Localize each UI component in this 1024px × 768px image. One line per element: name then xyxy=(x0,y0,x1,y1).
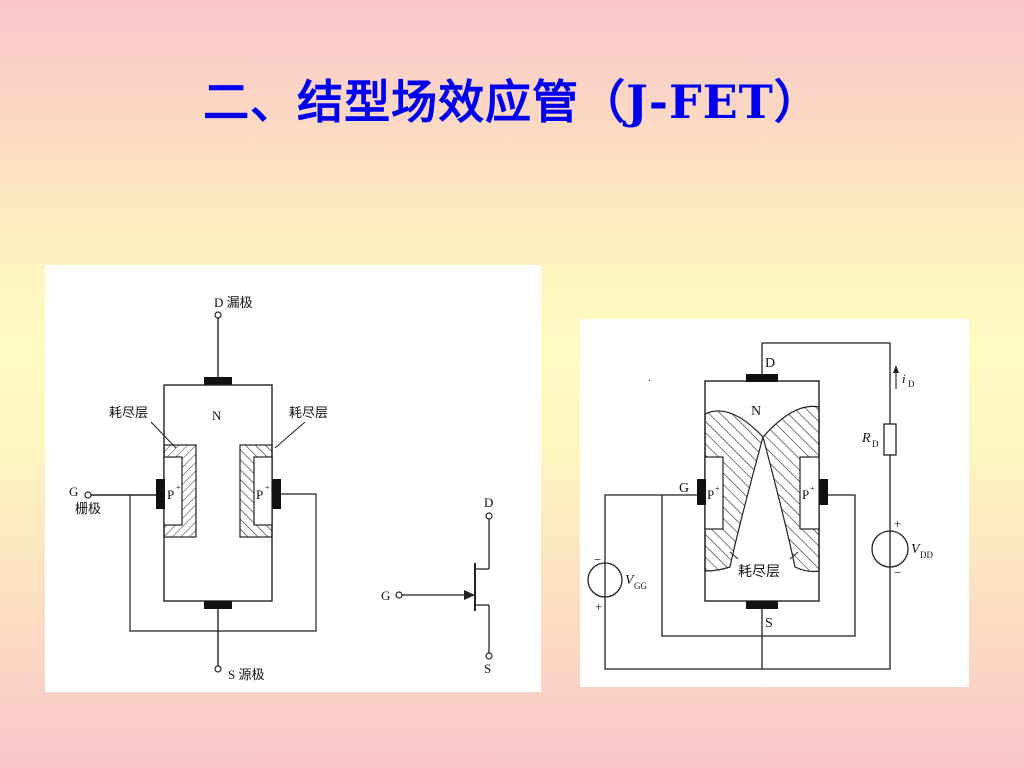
drain-label: D 漏极 xyxy=(214,295,253,310)
current-sub: D xyxy=(908,379,915,389)
gate-label: G xyxy=(69,484,78,499)
gate-terminal xyxy=(84,491,92,499)
n-channel-label: N xyxy=(212,408,222,423)
symbol-gate-label: G xyxy=(381,588,390,603)
resistor-sub: D xyxy=(872,439,879,449)
gate-label: G xyxy=(679,481,689,496)
symbol-gate-terminal xyxy=(395,591,403,599)
vgg-label: V xyxy=(625,573,635,588)
gate-name-label: 栅极 xyxy=(75,501,101,516)
right-p-label: P xyxy=(802,487,809,502)
right-p-label: P xyxy=(256,487,263,502)
drain-resistor xyxy=(883,423,897,456)
jfet-symbol: D G S xyxy=(381,495,493,676)
drain-label: D xyxy=(765,356,775,371)
drain-contact xyxy=(204,377,232,385)
jfet-structure-diagram: D 漏极 N P + P + 耗尽层 耗尽层 G 栅极 S 源极 xyxy=(69,295,493,682)
jfet-bias-circuit-panel: . N P + P + G 耗尽层 D S i xyxy=(580,319,969,687)
right-gate-contact xyxy=(819,479,828,505)
left-p-label: P xyxy=(707,487,714,502)
right-p-sup: + xyxy=(265,483,270,492)
n-channel-label: N xyxy=(751,404,761,419)
vdd-sub: DD xyxy=(920,550,933,560)
vgg-minus: − xyxy=(594,552,601,567)
right-gate-contact xyxy=(272,479,281,509)
source-contact xyxy=(204,601,232,609)
left-p-sup: + xyxy=(176,483,181,492)
vdd-minus: − xyxy=(894,565,901,580)
vgg-plus: + xyxy=(595,599,602,614)
symbol-drain-label: D xyxy=(484,495,493,510)
symbol-source-label: S xyxy=(484,661,491,676)
source-contact xyxy=(746,601,778,609)
vdd-label: V xyxy=(911,542,921,557)
left-depletion-label: 耗尽层 xyxy=(109,405,148,420)
resistor-label: R xyxy=(861,431,871,446)
depletion-label: 耗尽层 xyxy=(738,564,780,580)
source-terminal xyxy=(214,665,222,673)
current-label: i xyxy=(902,371,906,386)
right-p-sup: + xyxy=(810,484,815,493)
source-label: S 源极 xyxy=(228,667,264,682)
drain-terminal xyxy=(214,311,222,319)
gate-arrow-icon xyxy=(464,590,475,600)
right-depletion-label: 耗尽层 xyxy=(289,405,328,420)
current-arrow-icon xyxy=(893,365,899,373)
slide-title: 二、结型场效应管（J-FET） xyxy=(203,75,821,129)
right-depletion-layer xyxy=(762,405,820,573)
vgg-sub: GG xyxy=(634,581,647,591)
jfet-structure-panel: D 漏极 N P + P + 耗尽层 耗尽层 G 栅极 S 源极 xyxy=(45,265,541,692)
symbol-source-terminal xyxy=(485,652,493,660)
left-p-sup: + xyxy=(715,484,720,493)
svg-text:.: . xyxy=(648,370,651,384)
left-gate-contact xyxy=(697,479,706,505)
source-label: S xyxy=(765,616,773,631)
left-gate-contact xyxy=(156,479,165,509)
left-depletion-layer xyxy=(704,410,764,572)
vdd-plus: + xyxy=(894,516,901,531)
symbol-drain-terminal xyxy=(485,512,493,520)
jfet-bias-circuit-diagram: . N P + P + G 耗尽层 D S i xyxy=(587,342,933,670)
drain-contact xyxy=(746,374,778,382)
left-p-label: P xyxy=(167,487,174,502)
